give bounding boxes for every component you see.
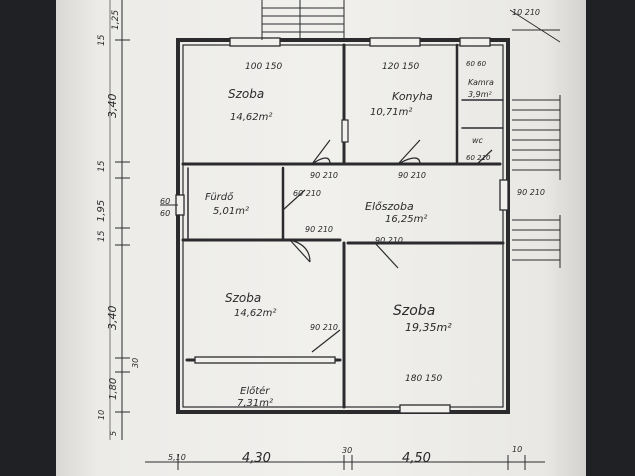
room-1-name: Szoba: [228, 87, 264, 101]
room-6-area: 16,25m²: [385, 214, 427, 225]
room-8-door: 180 150: [405, 374, 442, 384]
door-label: 90 210: [310, 171, 338, 180]
room-5-name: Fürdő: [205, 191, 234, 203]
room-2-name: Konyha: [392, 90, 433, 103]
room-7-area: 14,62m²: [234, 308, 276, 319]
dim-left: 15: [97, 230, 107, 242]
dim-left: 5: [109, 431, 118, 436]
room-7-name: Szoba: [225, 291, 261, 305]
dim-side: 60: [160, 209, 170, 218]
paper-sheet: [56, 0, 586, 476]
door-label: 90 210: [517, 188, 545, 197]
stairs-right: [509, 9, 561, 268]
dim-left: 1,95: [96, 200, 107, 222]
dim-left: 1,80: [108, 378, 119, 400]
dim-bottom: 10: [512, 445, 522, 454]
dim-bottom: 5,10: [168, 453, 186, 462]
dim-bottom: 4,30: [242, 451, 271, 466]
door-label: 10 210: [512, 8, 540, 17]
room-1-area: 14,62m²: [230, 112, 272, 123]
door-label: 90 210: [375, 236, 403, 245]
room-2-area: 10,71m²: [370, 107, 412, 118]
dim-left: 15: [97, 34, 107, 46]
room-3-area: 3,9m²: [468, 90, 493, 99]
room-6-name: Előszoba: [365, 200, 414, 213]
bottom-dimension-labels: 5,10 4,30 30 4,50 10: [168, 445, 522, 466]
door-label: 90 210: [310, 323, 338, 332]
dim-left: 30: [131, 358, 140, 368]
dimension-lines: [109, 0, 545, 470]
dim-left: 10: [97, 410, 106, 420]
stairs-top: [261, 0, 345, 40]
room-9-area: 7,31m²: [237, 398, 273, 409]
door-size-labels: 90 210 90 210 60 210 90 210 90 210 90 21…: [293, 8, 545, 332]
dim-side: 60: [160, 197, 170, 206]
dim-left: 1,25: [111, 10, 121, 30]
room-3-name: Kamra: [468, 78, 494, 87]
dim-bottom: 30: [342, 446, 352, 455]
room-8-name: Szoba: [393, 303, 435, 319]
room-9-name: Előtér: [240, 385, 270, 397]
dim-left: 3,40: [106, 306, 119, 331]
dim-bottom: 4,50: [402, 451, 431, 466]
room-5-area: 5,01m²: [213, 206, 249, 217]
windows: [175, 37, 509, 414]
left-background: [0, 0, 56, 476]
room-labels: Szoba 14,62m² 100 150 Konyha 10,71m² 120…: [205, 62, 494, 409]
room-4-name: wc: [472, 136, 484, 145]
room-8-area: 19,35m²: [405, 321, 452, 334]
door-label: 90 210: [398, 171, 426, 180]
door-label: 90 210: [305, 225, 333, 234]
dim-left: 15: [97, 160, 107, 172]
dim-left: 3,40: [106, 94, 119, 119]
right-background: [586, 0, 635, 476]
door-label: 60 210: [466, 154, 491, 162]
room-1-door: 100 150: [245, 62, 282, 72]
door-label: 60 210: [293, 189, 321, 198]
room-2-door: 120 150: [382, 62, 419, 72]
door-label: 60 60: [466, 60, 487, 68]
doors: [282, 119, 493, 353]
left-dimension-labels: 15 1,25 3,40 15 1,95 15 3,40 30 1,80 10 …: [96, 10, 170, 436]
